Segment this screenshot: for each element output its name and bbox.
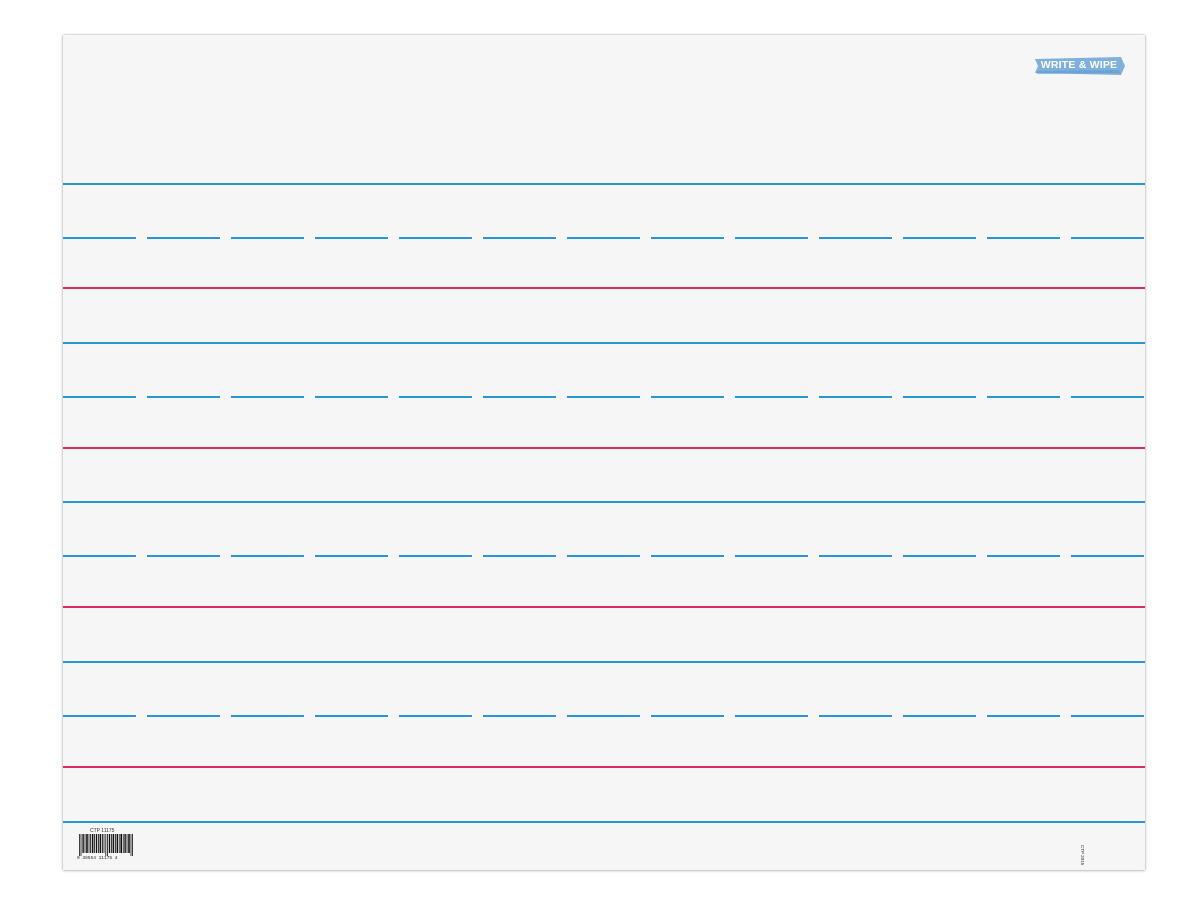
write-wipe-board: WRITE & WIPE CTP 11175 xyxy=(63,35,1145,870)
barcode-icon xyxy=(79,834,133,856)
top-line xyxy=(63,821,1145,823)
logo-banner-icon xyxy=(1035,57,1125,75)
barcode-digits: 0 38554 11175 4 xyxy=(77,856,118,861)
write-and-wipe-logo: WRITE & WIPE xyxy=(1033,56,1125,76)
midline-dashed xyxy=(63,396,1145,398)
logo-text: WRITE & WIPE xyxy=(1040,59,1118,71)
base-line xyxy=(63,606,1145,608)
midline-dashed xyxy=(63,715,1145,717)
midline-dashed xyxy=(63,555,1145,557)
top-line xyxy=(63,661,1145,663)
barcode: 0 38554 11175 4 xyxy=(77,834,137,864)
product-code: CTP 11175 xyxy=(90,828,115,834)
top-line xyxy=(63,183,1145,185)
base-line xyxy=(63,287,1145,289)
top-line xyxy=(63,342,1145,344)
copyright-text: CTP 2015 xyxy=(1080,845,1085,866)
midline-dashed xyxy=(63,237,1145,239)
base-line xyxy=(63,447,1145,449)
top-line xyxy=(63,501,1145,503)
base-line xyxy=(63,766,1145,768)
